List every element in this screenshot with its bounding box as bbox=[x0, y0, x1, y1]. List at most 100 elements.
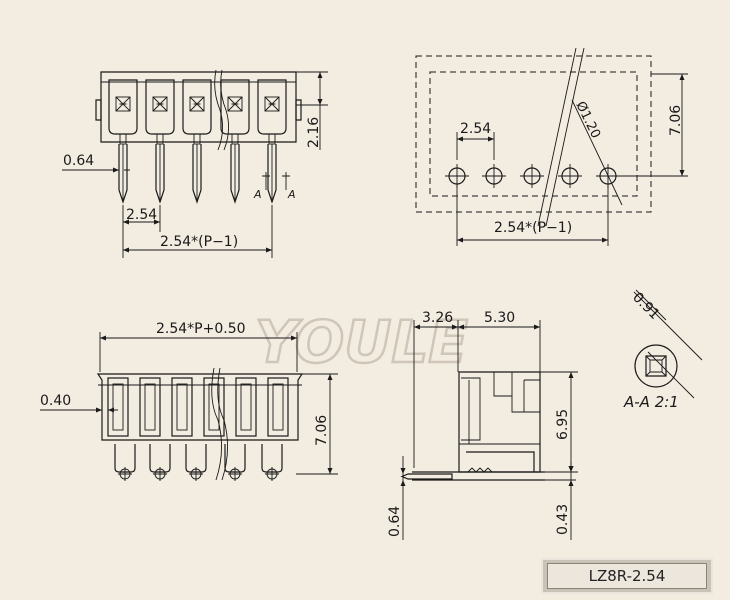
dim-pitch: 2.54 bbox=[126, 207, 157, 223]
front-housing-outline bbox=[96, 373, 304, 441]
dim-height: 6.95 bbox=[555, 409, 571, 440]
dim-line-width bbox=[413, 320, 541, 468]
pin bbox=[192, 144, 202, 204]
contact-cell bbox=[145, 79, 175, 135]
side-pin bbox=[400, 473, 453, 480]
contact-square bbox=[264, 96, 280, 112]
pcb-holes bbox=[445, 164, 620, 188]
dim-pin-width: 0.64 bbox=[63, 153, 94, 169]
dim-span: 2.54*(P−1) bbox=[494, 220, 572, 236]
break-line bbox=[537, 47, 577, 227]
tail-cross bbox=[265, 467, 279, 481]
side-housing-details bbox=[459, 372, 540, 445]
dim-standoff: 0.43 bbox=[555, 504, 571, 535]
contact-cross bbox=[189, 96, 205, 112]
outer-outline bbox=[415, 55, 652, 213]
slot-inner bbox=[272, 383, 284, 431]
dim-size: 0.91 bbox=[629, 290, 662, 323]
slot bbox=[107, 377, 129, 437]
dim-line-hole bbox=[571, 99, 623, 206]
side-latch bbox=[461, 377, 481, 441]
dim-line-pitch bbox=[456, 132, 495, 160]
contact-cell bbox=[220, 79, 250, 135]
slot-inner bbox=[176, 383, 188, 431]
contact-cross bbox=[152, 96, 168, 112]
slot bbox=[171, 377, 193, 437]
dim-span: 2.54*(P−1) bbox=[160, 234, 238, 250]
slot-inner bbox=[144, 383, 156, 431]
slot-inner bbox=[112, 383, 124, 431]
slot bbox=[235, 377, 257, 437]
break-line bbox=[214, 69, 223, 151]
slot bbox=[203, 377, 225, 437]
dim-line-height bbox=[296, 373, 338, 475]
tail-cross bbox=[153, 467, 167, 481]
detail-caption: A-A 2:1 bbox=[623, 393, 679, 411]
dim-line-span bbox=[122, 205, 273, 258]
side-housing-outline bbox=[458, 371, 541, 473]
inner-outline bbox=[429, 71, 638, 197]
tail-cross bbox=[189, 467, 203, 481]
slots bbox=[107, 377, 289, 437]
detail-view: 0.91 A-A 2:1 bbox=[623, 289, 703, 411]
dim-pitch: 2.54 bbox=[460, 121, 491, 137]
pin bbox=[155, 144, 165, 204]
top-left-view: A A 0.64 2.16 2.54 2.54*(P−1) bbox=[62, 69, 328, 258]
model-label-box: LZ8R-2.54 bbox=[541, 558, 713, 594]
contact-cross bbox=[264, 96, 280, 112]
dim-length: 2.54*P+0.50 bbox=[156, 321, 246, 337]
dim-line-span bbox=[456, 185, 609, 246]
contact-square bbox=[115, 96, 131, 112]
side-view: 3.26 5.30 6.95 0.64 0.43 bbox=[387, 310, 578, 540]
pin-tails bbox=[114, 444, 283, 481]
dim-line-length bbox=[99, 332, 298, 372]
dim-line-height bbox=[296, 71, 328, 150]
contact-cross bbox=[115, 96, 131, 112]
tail-cross bbox=[118, 467, 132, 481]
contact-square bbox=[189, 96, 205, 112]
dim-a: 3.26 bbox=[422, 310, 453, 326]
slot-inner bbox=[240, 383, 252, 431]
dim-line-height bbox=[611, 73, 688, 177]
section-mark-lines bbox=[262, 172, 290, 190]
contact-square bbox=[152, 96, 168, 112]
contact-cell bbox=[182, 79, 212, 135]
dim-pin: 0.64 bbox=[387, 506, 403, 537]
pins bbox=[118, 144, 277, 204]
tail-cross bbox=[228, 467, 242, 481]
contact-cell bbox=[108, 79, 138, 135]
break-line bbox=[217, 367, 228, 481]
break-line bbox=[220, 69, 229, 151]
hole-crosshair bbox=[558, 164, 582, 188]
contact-square bbox=[227, 96, 243, 112]
model-label: LZ8R-2.54 bbox=[547, 563, 707, 589]
break-line bbox=[211, 367, 222, 481]
section-mark-left: A bbox=[253, 188, 262, 201]
contact-cross bbox=[227, 96, 243, 112]
slot bbox=[139, 377, 161, 437]
detail-dim-lines bbox=[633, 289, 703, 399]
housing-ears bbox=[95, 99, 302, 121]
dim-height: 7.06 bbox=[314, 415, 330, 446]
contact-cells bbox=[108, 79, 287, 145]
front-view: 2.54*P+0.50 0.40 7.06 bbox=[40, 321, 338, 481]
solder-teeth bbox=[467, 467, 493, 473]
pcb-layout-view: 2.54 Ø1.20 7.06 2.54*(P−1) bbox=[415, 47, 688, 246]
side-base bbox=[466, 451, 535, 472]
section-mark-right: A bbox=[287, 188, 296, 201]
hole-crosshair bbox=[482, 164, 506, 188]
pin bbox=[230, 144, 240, 204]
dim-line-height bbox=[540, 371, 578, 473]
contact-cell bbox=[257, 79, 287, 135]
pin bbox=[118, 144, 128, 204]
watermark: YOULE bbox=[255, 308, 468, 376]
detail-square-inner bbox=[645, 355, 667, 377]
pin bbox=[267, 144, 277, 204]
dim-thickness: 0.40 bbox=[40, 393, 71, 409]
hole-crosshair bbox=[445, 164, 469, 188]
slot bbox=[267, 377, 289, 437]
dim-hole: Ø1.20 bbox=[572, 99, 603, 141]
dim-line-pitch bbox=[122, 205, 161, 232]
dim-b: 5.30 bbox=[484, 310, 515, 326]
